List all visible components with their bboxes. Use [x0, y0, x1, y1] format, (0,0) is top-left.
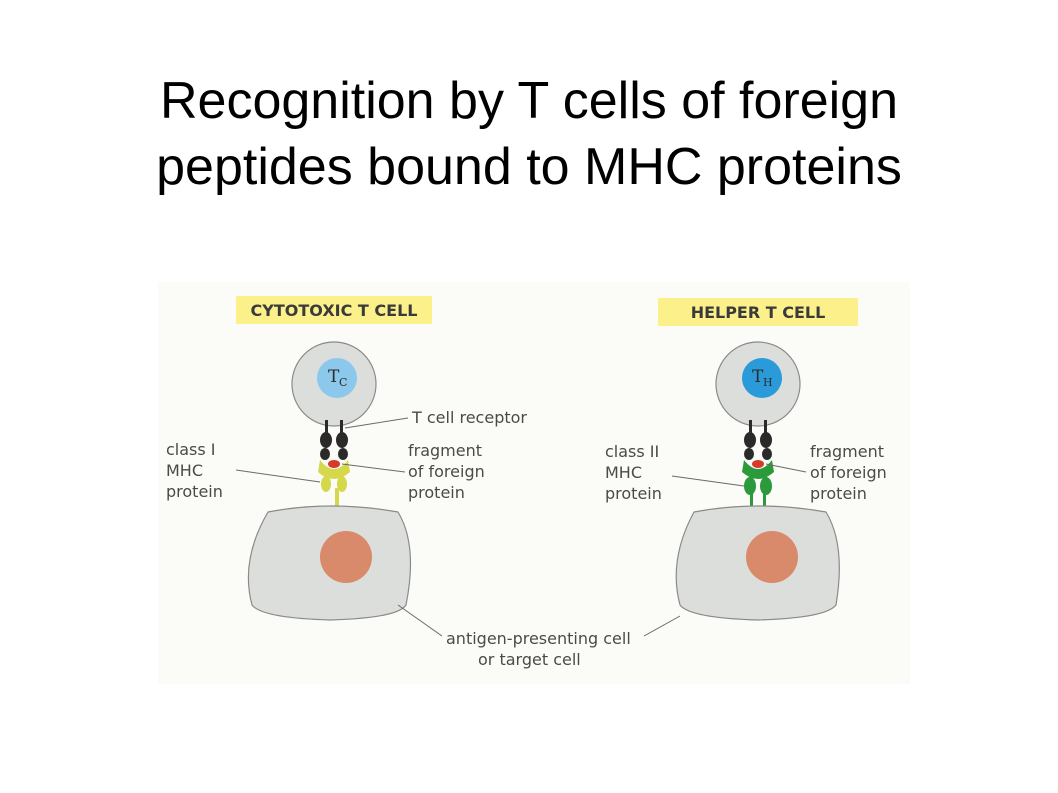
class-1-mhc-label-line-2: MHC	[166, 461, 203, 480]
class-1-mhc-label-line-3: protein	[166, 482, 223, 501]
apc-label: antigen-presenting cell or target cell	[397, 604, 681, 669]
tc-nucleus	[317, 358, 357, 398]
foreign-peptide-fragment-left	[328, 460, 340, 468]
class-2-mhc-label-line-1: class II	[605, 442, 659, 461]
left-apc-nucleus	[320, 531, 372, 583]
slide-title: Recognition by T cells of foreign peptid…	[0, 68, 1058, 200]
right-fragment-label-line-1: fragment	[810, 442, 884, 461]
left-fragment-label-line-2: of foreign	[408, 462, 485, 481]
cytotoxic-header-text: CYTOTOXIC T CELL	[251, 301, 418, 320]
tc-symbol: T	[328, 367, 340, 387]
cytotoxic-panel: CYTOTOXIC T CELL T C T cell receptor cla…	[166, 296, 527, 621]
cytotoxic-header-box	[236, 296, 432, 324]
th-symbol: T	[752, 367, 764, 387]
helper-t-cell-receptor	[744, 420, 772, 460]
figure-background	[158, 282, 910, 684]
left-fragment-label-line-3: protein	[408, 483, 465, 502]
helper-panel: HELPER T CELL T H class II MHC protein f…	[605, 298, 887, 621]
class-2-mhc-label-line-3: protein	[605, 484, 662, 503]
class-2-mhc-protein	[742, 460, 774, 516]
th-subscript: H	[763, 376, 773, 389]
slide-title-line-2: peptides bound to MHC proteins	[156, 138, 902, 196]
right-fragment-label-line-2: of foreign	[810, 463, 887, 482]
helper-header-box	[658, 298, 858, 326]
apc-label-line-2: or target cell	[478, 650, 581, 669]
left-fragment-label-line-1: fragment	[408, 441, 482, 460]
t-cell-receptor-label: T cell receptor	[411, 408, 527, 427]
helper-header-text: HELPER T CELL	[691, 303, 826, 322]
foreign-peptide-fragment-right	[752, 460, 764, 468]
slide-title-line-1: Recognition by T cells of foreign	[159, 72, 899, 130]
tc-subscript: C	[339, 376, 347, 389]
cytotoxic-t-cell-receptor	[320, 420, 348, 460]
class-1-mhc-label-line-1: class I	[166, 440, 216, 459]
right-apc-nucleus	[746, 531, 798, 583]
class-1-mhc-protein	[318, 460, 350, 516]
apc-label-line-1: antigen-presenting cell	[446, 629, 631, 648]
th-nucleus	[742, 358, 782, 398]
class-2-mhc-label-line-2: MHC	[605, 463, 642, 482]
right-fragment-label-line-3: protein	[810, 484, 867, 503]
